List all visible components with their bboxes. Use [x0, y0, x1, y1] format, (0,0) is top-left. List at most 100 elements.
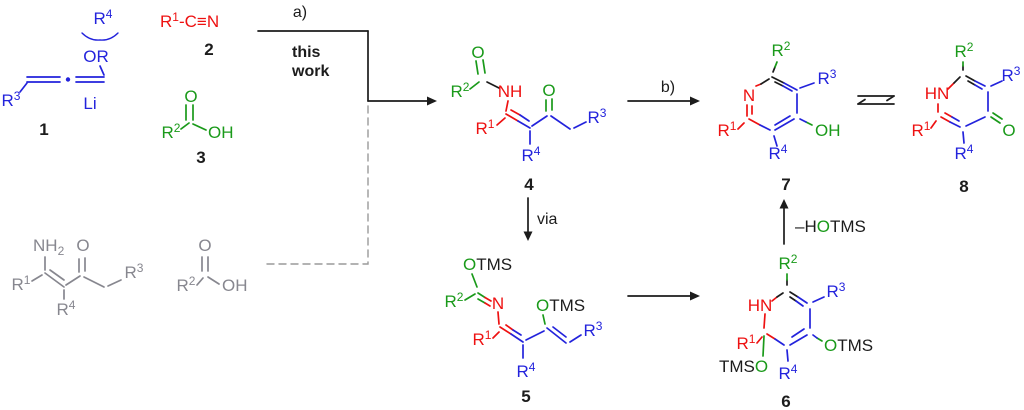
gray-enaminone-o-label: O	[76, 236, 89, 255]
compound2-number: 2	[204, 40, 213, 59]
compound8-r3-label: R3	[1002, 64, 1021, 85]
compound8-r2-label: R2	[955, 40, 974, 61]
compound7-number: 7	[781, 175, 790, 194]
arrow-5-to-6-head	[690, 291, 700, 301]
compound5-r3-label: R3	[584, 319, 603, 340]
gray-acid: O R2 OH	[177, 236, 248, 295]
compound-8: HN R2 R3 R1 O R4 8	[912, 40, 1021, 196]
compound7-oh-label: OH	[815, 121, 841, 140]
gray-acid-o-label: O	[198, 236, 211, 255]
compound6-number: 6	[781, 392, 790, 410]
compound-4-black-bonds	[486, 81, 500, 89]
compound-8-blue-bonds	[949, 80, 1003, 144]
compound1-number: 1	[39, 120, 48, 139]
compound4-r2-label: R2	[451, 80, 470, 101]
compound6-r4-label: R4	[779, 362, 798, 383]
arrow-a-head	[427, 96, 437, 106]
compound-1: R4 OR R3 Li 1	[2, 7, 119, 139]
compound-2: R1-C≡N 2	[160, 10, 219, 59]
gray-enaminone-bonds	[31, 256, 122, 300]
compound1-li-label: Li	[83, 94, 96, 113]
compound4-nh-label: NH	[498, 82, 523, 101]
gray-acid-oh-label: OH	[222, 276, 248, 295]
compound8-number: 8	[959, 177, 968, 196]
compound-4: R2 O NH R1 R4 O R3 4	[451, 43, 607, 194]
compound5-otms-mid-label: OTMS	[536, 296, 585, 315]
compound-8-black-bonds	[953, 65, 976, 86]
via-arrow: via	[523, 197, 558, 241]
arrow-b: b)	[627, 79, 700, 106]
compound6-r3-label: R3	[827, 280, 846, 301]
compound5-r2-label: R2	[445, 290, 464, 311]
arrow-b-label: b)	[661, 79, 675, 96]
gray-acid-r2-label: R2	[177, 274, 196, 295]
compound-7-green-bonds	[774, 61, 813, 126]
compound-5-green-bonds	[464, 273, 546, 325]
hotms-arrow-head	[779, 199, 789, 209]
compound4-r4-label: R4	[522, 144, 541, 165]
compound-4-red-bonds	[496, 100, 521, 126]
compound-6-red-bonds	[756, 296, 778, 344]
compound-6: HN R2 R3 OTMS R1 TMSO R4 6	[719, 252, 873, 410]
this-work-line2: work	[291, 63, 329, 80]
dashed-connector	[261, 105, 369, 265]
compound3-o-label: O	[184, 87, 197, 106]
arrow-5-to-6	[627, 291, 700, 301]
compound-7-blue-bonds	[759, 82, 815, 147]
gray-enaminone-r4-label: R4	[57, 298, 76, 319]
compound3-number: 3	[196, 148, 205, 167]
compound4-r3-label: R3	[588, 106, 607, 127]
compound3-r2-label: R2	[162, 121, 181, 142]
compound6-r2-label: R2	[779, 252, 798, 273]
compound-7-black-bonds	[760, 66, 785, 87]
equilibrium-arrows	[857, 95, 895, 105]
r4-brace	[81, 32, 119, 41]
compound1-r3-label: R3	[2, 89, 21, 110]
compound7-r1-label: R1	[718, 119, 737, 140]
compound1-or-label: OR	[83, 47, 109, 66]
gray-enaminone-nh2-label: NH2	[33, 236, 65, 258]
compound-3: O R2 OH 3	[162, 87, 234, 167]
compound7-r4-label: R4	[769, 142, 788, 163]
compound4-number: 4	[524, 175, 534, 194]
this-work-line1: this	[292, 44, 321, 61]
compound5-otms-top-label: OTMS	[463, 255, 512, 274]
compound-7: N R2 R3 R1 OH R4 7	[718, 39, 841, 194]
compound-6-green-bonds	[762, 273, 823, 357]
arrow-a-label: a)	[293, 4, 307, 21]
compound7-n-label: N	[743, 86, 755, 105]
via-arrow-head	[523, 231, 533, 241]
compound-8-red-bonds	[930, 82, 955, 129]
gray-enaminone: NH2 O R1 R3 R4	[12, 236, 144, 319]
gray-enaminone-r1-label: R1	[12, 273, 31, 294]
compound1-r4-label: R4	[94, 7, 113, 28]
compound5-r4-label: R4	[517, 360, 536, 381]
compound3-oh-label: OH	[208, 123, 234, 142]
compound6-r1-label: R1	[737, 332, 756, 353]
compound5-n-label: N	[492, 294, 504, 313]
gray-enaminone-r3-label: R3	[125, 261, 144, 282]
compound8-o-label: O	[1002, 121, 1015, 140]
compound7-r3-label: R3	[818, 67, 837, 88]
compound-4-blue-bonds	[517, 114, 587, 145]
compound-6-black-bonds	[776, 279, 799, 302]
via-label: via	[537, 211, 558, 228]
compound8-r4-label: R4	[955, 142, 974, 163]
compound8-hn-label: HN	[925, 84, 950, 103]
arrow-a-lines	[257, 30, 430, 102]
compound7-r2-label: R2	[772, 39, 791, 60]
hotms-label: –HOTMS	[795, 217, 866, 236]
compound6-otms-label: OTMS	[824, 336, 873, 355]
compound-5-red-bonds	[484, 296, 514, 339]
compound4-r1-label: R1	[476, 117, 495, 138]
compound-5-blue-bonds	[510, 326, 582, 359]
compound4-amide-o-label: O	[471, 43, 484, 62]
compound5-number: 5	[521, 387, 530, 406]
compound-1-bonds	[19, 32, 119, 93]
compound6-hn-label: HN	[748, 296, 773, 315]
allene-center-dot	[65, 77, 71, 82]
compound2-formula: R1-C≡N	[160, 10, 219, 31]
